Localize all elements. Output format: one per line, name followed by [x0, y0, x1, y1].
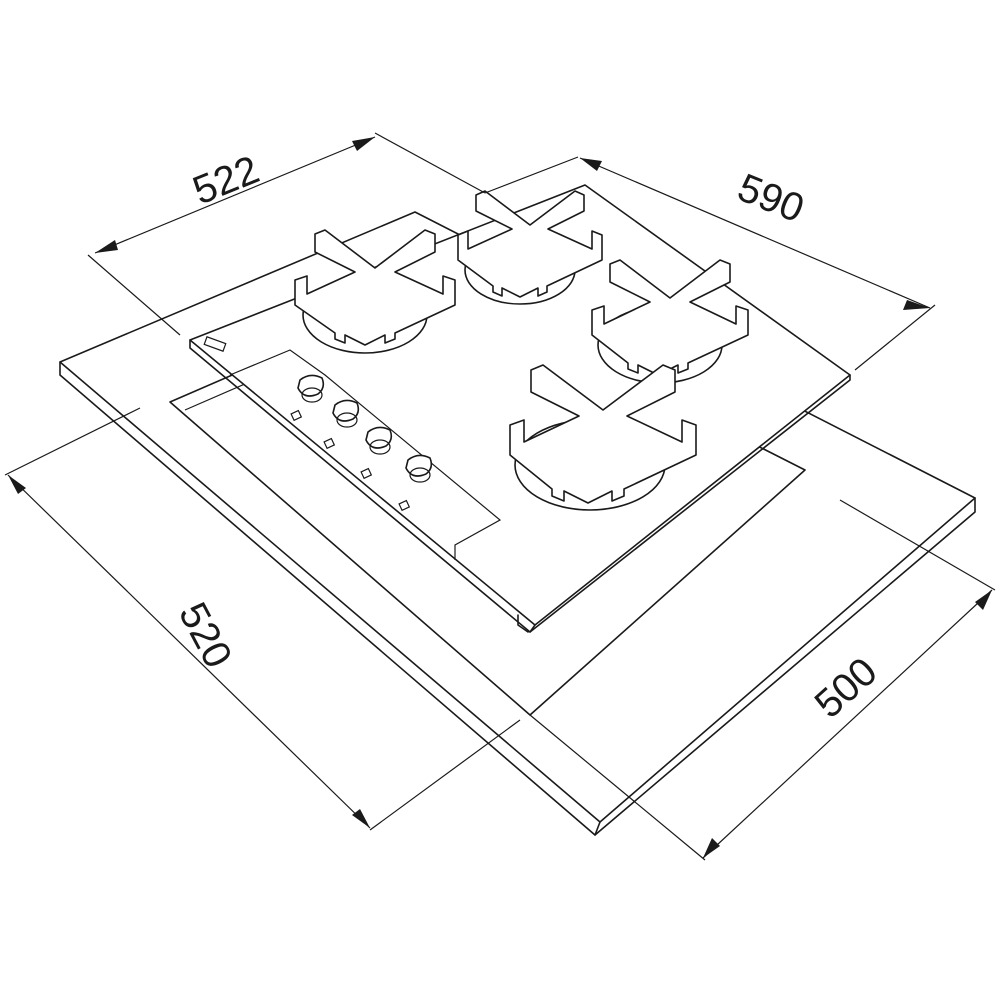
- knob-2: [323, 399, 360, 450]
- burner-front-right: [591, 259, 749, 384]
- dimension-label-590: 590: [732, 166, 810, 232]
- knob-1: [290, 374, 325, 422]
- knob-3: [360, 426, 393, 480]
- burners: [294, 190, 749, 511]
- dimension-label-500: 500: [807, 649, 886, 726]
- knob-4: [398, 454, 433, 512]
- burner-front-left: [509, 364, 697, 511]
- dimension-label-520: 520: [170, 596, 240, 676]
- burner-rear-right: [457, 190, 603, 305]
- dimension-label-522: 522: [187, 148, 265, 214]
- control-knobs: [290, 374, 433, 512]
- burner-rear-left: [294, 229, 456, 354]
